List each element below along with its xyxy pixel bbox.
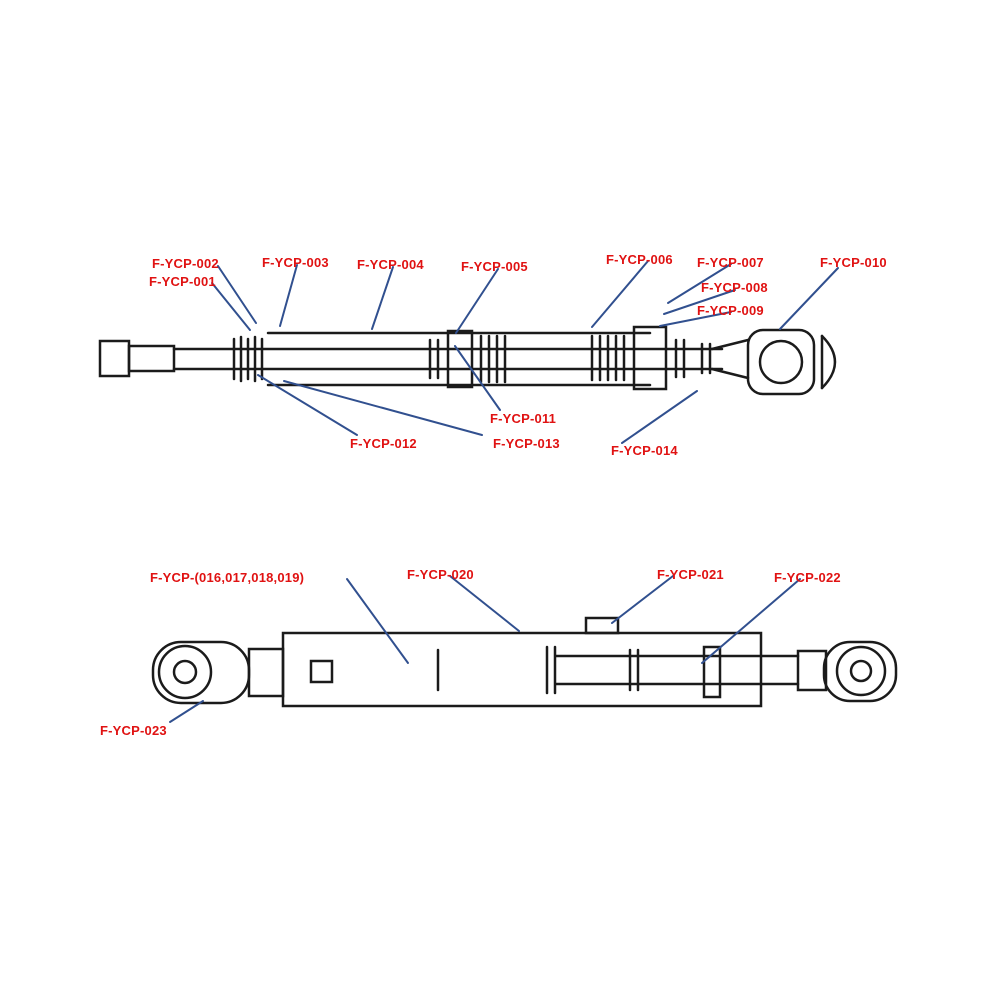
cylinder-tube (266, 331, 652, 387)
part-label: F-YCP-006 (606, 252, 673, 267)
part-label: F-YCP-002 (152, 256, 219, 271)
part-label: F-YCP-008 (701, 280, 768, 295)
clevis-assembly-right (710, 328, 837, 396)
cylinder-barrel (281, 631, 800, 708)
part-label: F-YCP-021 (657, 567, 724, 582)
rod-eye-left (98, 339, 176, 378)
part-labels-top: F-YCP-002 F-YCP-001 F-YCP-003 F-YCP-004 … (149, 252, 887, 458)
part-label: F-YCP-014 (611, 443, 678, 458)
part-label: F-YCP-022 (774, 570, 841, 585)
part-label: F-YCP-010 (820, 255, 887, 270)
hydraulic-port (584, 616, 620, 635)
bottom-assembled-diagram (151, 616, 898, 708)
part-label: F-YCP-023 (100, 723, 167, 738)
part-label: F-YCP-001 (149, 274, 216, 289)
part-label-group: F-YCP-(016,017,018,019) (150, 570, 304, 585)
part-label: F-YCP-004 (357, 257, 424, 272)
part-label: F-YCP-003 (262, 255, 329, 270)
part-label: F-YCP-013 (493, 436, 560, 451)
part-label: F-YCP-020 (407, 567, 474, 582)
clevis-eye-left (151, 640, 285, 705)
part-label: F-YCP-009 (697, 303, 764, 318)
seal-stack-left (232, 335, 264, 383)
part-label: F-YCP-005 (461, 259, 528, 274)
clevis-eye-right (796, 640, 898, 703)
piston-assembly (428, 329, 507, 389)
gland-assembly (590, 325, 712, 391)
part-labels-bottom: F-YCP-(016,017,018,019) F-YCP-020 F-YCP-… (100, 567, 841, 738)
part-label: F-YCP-011 (490, 411, 556, 426)
part-label: F-YCP-012 (350, 436, 417, 451)
part-label: F-YCP-007 (697, 255, 764, 270)
leader-lines-top (211, 260, 839, 444)
leader-lines-bottom (169, 575, 801, 723)
top-exploded-diagram (98, 325, 837, 396)
